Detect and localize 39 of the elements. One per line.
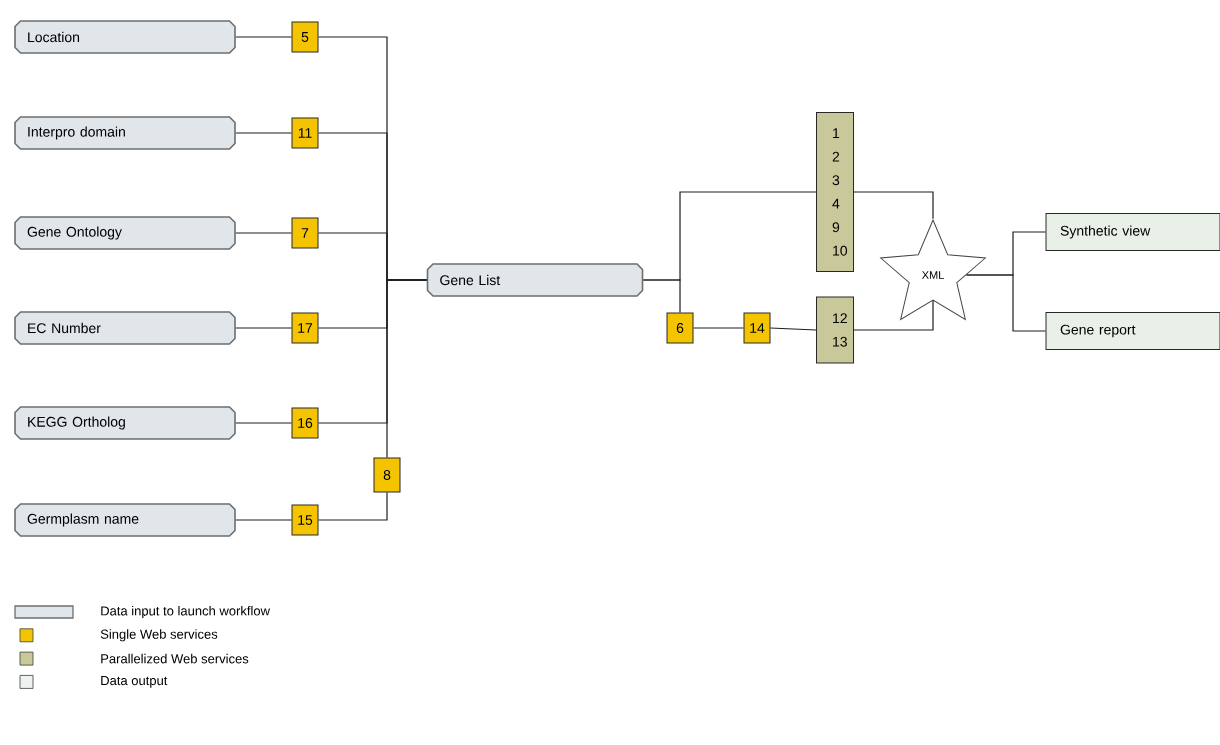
- input-box: Germplasm name: [14, 503, 236, 537]
- connector-line: [235, 232, 293, 234]
- legend-label: Single Web services: [100, 629, 218, 642]
- connector-line: [235, 132, 293, 134]
- input-box: Interpro domain: [14, 116, 236, 150]
- service-box: 14: [743, 312, 771, 344]
- service-box: 17: [291, 312, 319, 344]
- connector-line: [853, 300, 934, 331]
- connector-line: [235, 36, 293, 38]
- output-box: Synthetic view: [1045, 213, 1220, 251]
- connector-line: [235, 519, 293, 521]
- legend-label: Data output: [101, 676, 168, 688]
- legend-label: Parallelized Web services: [101, 653, 249, 664]
- input-box: Gene Ontology: [14, 216, 236, 250]
- service-box: 15: [291, 504, 319, 536]
- parallel-service-box: 12 13: [816, 296, 854, 364]
- service-box: 6: [666, 312, 694, 344]
- connector-line: [235, 327, 293, 329]
- connector-line: [642, 279, 681, 314]
- connector-line: [965, 274, 1047, 332]
- connector-line: [235, 422, 293, 424]
- connector-line: [769, 327, 817, 331]
- connector-line: [386, 279, 428, 459]
- input-box: EC Number: [14, 311, 236, 345]
- connector-line: [692, 327, 745, 329]
- connector-line: [317, 491, 388, 521]
- xml-star: XML: [880, 219, 986, 320]
- input-box: KEGG Ortholog: [14, 406, 236, 440]
- parallel-service-box: 1 2 3 4 9 10: [816, 112, 854, 272]
- legend-label: Data input to launch workflow: [101, 605, 270, 619]
- service-box: 8: [373, 457, 401, 493]
- connector-line: [853, 191, 934, 220]
- output-box: Gene report: [1045, 312, 1220, 350]
- input-box: Gene List: [426, 263, 644, 297]
- service-box: 16: [291, 407, 319, 439]
- input-box: Location: [14, 20, 236, 54]
- service-box: 11: [291, 117, 319, 149]
- service-box: 5: [291, 21, 319, 53]
- service-box: 7: [291, 217, 319, 249]
